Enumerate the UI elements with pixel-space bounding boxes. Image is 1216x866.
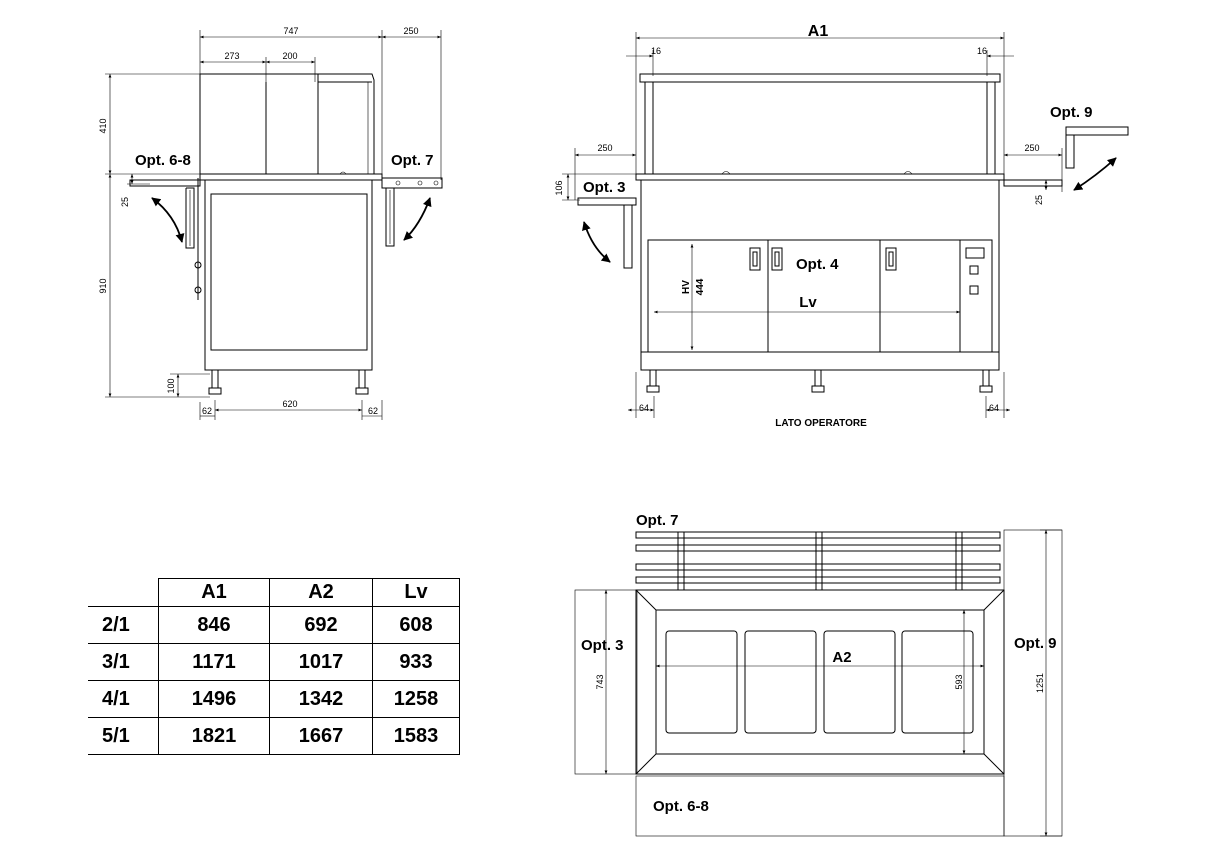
label-opt-9-top: Opt. 9 (1014, 635, 1057, 652)
dim-62-left: 62 (202, 406, 212, 416)
dim-64-right: 64 (989, 403, 999, 413)
dim-250: 250 (403, 26, 418, 36)
dim-410: 410 (98, 118, 108, 133)
dim-444: 444 (695, 278, 706, 295)
cell-a1: 1821 (158, 717, 270, 755)
dim-1251: 1251 (1035, 673, 1045, 693)
label-opt-7: Opt. 7 (391, 152, 434, 169)
column-header-lv: Lv (372, 578, 460, 607)
row-label: 3/1 (88, 643, 159, 681)
row-label: 4/1 (88, 680, 159, 718)
dim-743: 743 (595, 674, 605, 689)
dim-747: 747 (283, 26, 298, 36)
dim-a2: A2 (832, 649, 851, 666)
column-header-a1: A1 (158, 578, 270, 607)
label-opt-4: Opt. 4 (796, 256, 839, 273)
label-opt-3: Opt. 3 (583, 179, 626, 196)
label-operator-side: LATO OPERATORE (775, 418, 867, 429)
cell-a1: 1171 (158, 643, 270, 681)
cell-lv: 608 (372, 606, 460, 644)
table-header-row: A1 A2 Lv (88, 578, 460, 607)
column-header-a2: A2 (269, 578, 373, 607)
dim-273: 273 (224, 51, 239, 61)
dim-593: 593 (954, 674, 964, 689)
dim-a1: A1 (808, 23, 829, 40)
label-opt-7-top: Opt. 7 (636, 512, 679, 529)
dim-250-right: 250 (1024, 143, 1039, 153)
row-label: 5/1 (88, 717, 159, 755)
dim-106: 106 (554, 180, 564, 195)
dim-25: 25 (1034, 195, 1044, 205)
cell-lv: 933 (372, 643, 460, 681)
dim-250-left: 250 (597, 143, 612, 153)
dim-25: 25 (120, 197, 130, 207)
row-label: 2/1 (88, 606, 159, 644)
dim-lv: Lv (799, 294, 817, 311)
dim-620: 620 (282, 399, 297, 409)
table-row: 3/1 1171 1017 933 (88, 643, 460, 681)
cell-a1: 1496 (158, 680, 270, 718)
cell-a1: 846 (158, 606, 270, 644)
table-corner (88, 578, 159, 607)
label-opt-9: Opt. 9 (1050, 104, 1093, 121)
dim-64-left: 64 (639, 403, 649, 413)
dim-910: 910 (98, 278, 108, 293)
dim-16-left: 16 (651, 46, 661, 56)
label-opt-3-top: Opt. 3 (581, 637, 624, 654)
dim-62-right: 62 (368, 406, 378, 416)
table-row: 2/1 846 692 608 (88, 606, 460, 644)
dim-100: 100 (166, 378, 176, 393)
cell-lv: 1258 (372, 680, 460, 718)
cell-a2: 692 (269, 606, 373, 644)
table-row: 5/1 1821 1667 1583 (88, 717, 460, 755)
front-view: A1 16 16 250 250 106 25 HV 444 Lv 64 64 … (554, 23, 1129, 429)
cell-a2: 1667 (269, 717, 373, 755)
side-view: 747 250 273 200 410 25 910 100 620 62 62… (98, 26, 443, 420)
label-hv: HV (681, 280, 692, 294)
cell-a2: 1017 (269, 643, 373, 681)
dim-200: 200 (282, 51, 297, 61)
top-view: Opt. 7 Opt. 3 Opt. 9 Opt. 6-8 A2 593 743… (574, 512, 1063, 837)
table-row: 4/1 1496 1342 1258 (88, 680, 460, 718)
dim-16-right: 16 (977, 46, 987, 56)
cell-lv: 1583 (372, 717, 460, 755)
dimension-table: A1 A2 Lv 2/1 846 692 608 3/1 1171 1017 9… (88, 578, 460, 755)
label-opt-6-8-top: Opt. 6-8 (653, 798, 709, 815)
label-opt-6-8: Opt. 6-8 (135, 152, 191, 169)
cell-a2: 1342 (269, 680, 373, 718)
